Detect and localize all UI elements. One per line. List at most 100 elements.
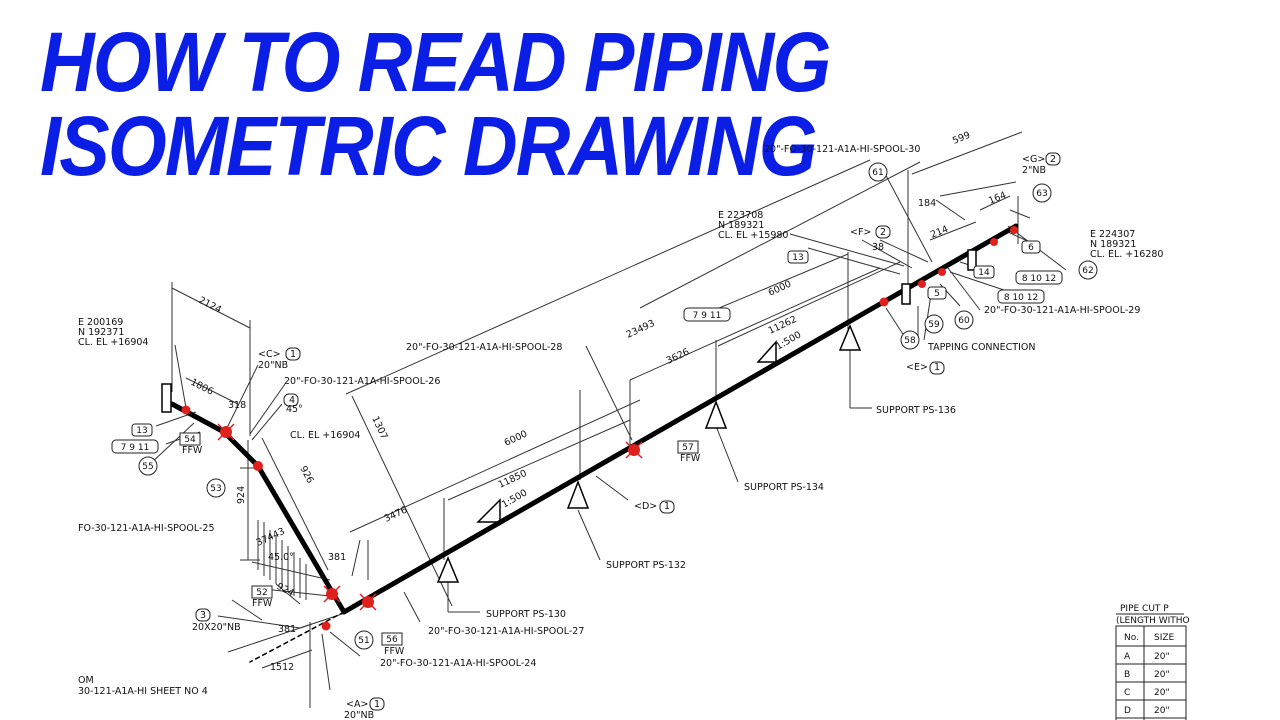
pipe-cut-table: PIPE CUT P (LENGTH WITHO No. SIZE A 20" … <box>1115 604 1190 720</box>
part-6: 6 <box>1028 243 1034 253</box>
ffw-54: FFW <box>182 445 203 456</box>
dim-23493: 23493 <box>625 318 657 341</box>
sheet-ref-line-1: OM <box>78 675 94 686</box>
table-row-b-size: 20" <box>1154 670 1170 680</box>
balloon-58: 58 <box>904 336 916 346</box>
tag-c-rev: 1 <box>290 349 296 360</box>
table-header-no: No. <box>1124 633 1139 643</box>
balloon-labels: 55 53 51 58 59 60 61 62 63 <box>142 168 1093 646</box>
text-labels: E 200169 N 192371 CL. EL +16904 E 223708… <box>78 130 1163 720</box>
tag-c-nb: 20"NB <box>258 360 288 371</box>
balloon-60: 60 <box>958 316 970 326</box>
ffw-56: FFW <box>384 646 405 657</box>
tag-f: <F> <box>850 227 871 238</box>
table-row-c-size: 20" <box>1154 688 1170 698</box>
coord-top-e: E 223708 <box>718 210 763 221</box>
angle-45: 45° <box>286 404 303 415</box>
support-ps-132 <box>566 479 590 509</box>
part-13-left: 13 <box>136 426 147 436</box>
part-boxes-frames <box>111 240 1063 646</box>
ffw-57: FFW <box>680 453 701 464</box>
balloon-59: 59 <box>928 320 940 330</box>
part-52: 52 <box>256 588 267 598</box>
weld-markers <box>181 226 1018 631</box>
part-57: 57 <box>682 443 693 453</box>
part-5: 5 <box>934 289 940 299</box>
dim-1307: 1307 <box>369 415 389 442</box>
spool-29-label: 20"-FO-30-121-A1A-HI-SPOOL-29 <box>984 305 1140 316</box>
dim-6000-left: 6000 <box>503 429 530 449</box>
spool-27-label: 20"-FO-30-121-A1A-HI-SPOOL-27 <box>428 626 584 637</box>
cl-el-label: CL. EL +16904 <box>290 430 360 441</box>
table-title: PIPE CUT P <box>1120 604 1169 614</box>
dim-2124: 2124 <box>197 295 224 316</box>
dim-1512: 1512 <box>270 662 294 673</box>
dim-381-bottom: 381 <box>278 624 296 635</box>
dim-3476: 3476 <box>383 505 410 525</box>
table-row-c-no: C <box>1124 688 1130 698</box>
coord-left-n: N 192371 <box>78 327 124 338</box>
dim-926: 926 <box>297 464 315 485</box>
balloon-63: 63 <box>1036 189 1047 199</box>
support-ps-130 <box>436 556 460 583</box>
tag-g-nb: 2"NB <box>1022 165 1046 176</box>
coord-right-n: N 189321 <box>1090 239 1136 250</box>
balloon-53: 53 <box>210 484 221 494</box>
coord-top-n: N 189321 <box>718 220 764 231</box>
table-row-d-size: 20" <box>1154 706 1170 716</box>
spool-24-label: 20"-FO-30-121-A1A-HI-SPOOL-24 <box>380 658 536 669</box>
coord-top-el: CL. EL +15980 <box>718 230 788 241</box>
support-132-label: SUPPORT PS-132 <box>606 560 686 571</box>
coord-left-e: E 200169 <box>78 317 123 328</box>
table-row-a-no: A <box>1124 652 1131 662</box>
dim-38: 38 <box>872 242 884 253</box>
dimension-lines <box>149 131 1067 708</box>
balloon-61: 61 <box>872 168 883 178</box>
spool-28-label: 20"-FO-30-121-A1A-HI-SPOOL-28 <box>406 342 562 353</box>
part-7-9-11-left: 7 9 11 <box>121 443 150 453</box>
table-row-a-size: 20" <box>1154 652 1170 662</box>
support-130-label: SUPPORT PS-130 <box>486 609 566 620</box>
part-56: 56 <box>386 635 398 645</box>
table-header-size: SIZE <box>1154 633 1175 643</box>
weld-ticks <box>217 423 643 611</box>
tag-3: 3 <box>200 610 206 621</box>
part-box-labels: 13 7 9 11 54 57 52 56 13 7 9 11 8 10 12 … <box>121 243 1057 645</box>
dim-1806: 1806 <box>189 377 216 398</box>
tag-d-rev: 1 <box>664 501 670 512</box>
tag-a-nb: 20"NB <box>344 710 374 720</box>
tag-4: 4 <box>289 395 295 406</box>
tag-g-rev: 2 <box>1050 154 1056 165</box>
dim-3626: 3626 <box>665 347 692 367</box>
dim-318: 318 <box>228 400 246 411</box>
part-14: 14 <box>978 268 990 278</box>
support-134-label: SUPPORT PS-134 <box>744 482 824 493</box>
part-8-10-12-b: 8 10 12 <box>1004 293 1038 303</box>
coord-right-e: E 224307 <box>1090 229 1135 240</box>
pipe-run <box>169 223 1019 663</box>
balloon-circles <box>138 162 1098 650</box>
angle-45-0: 45.0° <box>268 552 294 563</box>
supports <box>436 324 862 583</box>
tag-a-rev: 1 <box>374 699 380 710</box>
spool-26-label: 20"-FO-30-121-A1A-HI-SPOOL-26 <box>284 376 440 387</box>
coord-left-el: CL. EL +16904 <box>78 337 148 348</box>
dim-6000-right: 6000 <box>767 279 794 299</box>
tag-c: <C> <box>258 349 281 360</box>
tag-circles <box>195 152 1061 711</box>
sheet-ref-line-2: 30-121-A1A-HI SHEET NO 4 <box>78 686 208 697</box>
tag-a: <A> <box>346 699 368 710</box>
dim-599: 599 <box>951 130 972 147</box>
balloon-51: 51 <box>358 636 369 646</box>
dim-164: 164 <box>987 190 1008 207</box>
spool-25-label: FO-30-121-A1A-HI-SPOOL-25 <box>78 523 215 534</box>
reducer-size: 20X20"NB <box>192 622 241 633</box>
part-54: 54 <box>184 435 196 445</box>
hatch-marks <box>257 520 307 600</box>
dim-214: 214 <box>929 224 950 241</box>
ffw-52: FFW <box>252 598 273 609</box>
part-7-9-11-right: 7 9 11 <box>693 311 722 321</box>
tag-e-rev: 1 <box>934 362 940 373</box>
support-ps-136 <box>838 324 862 351</box>
